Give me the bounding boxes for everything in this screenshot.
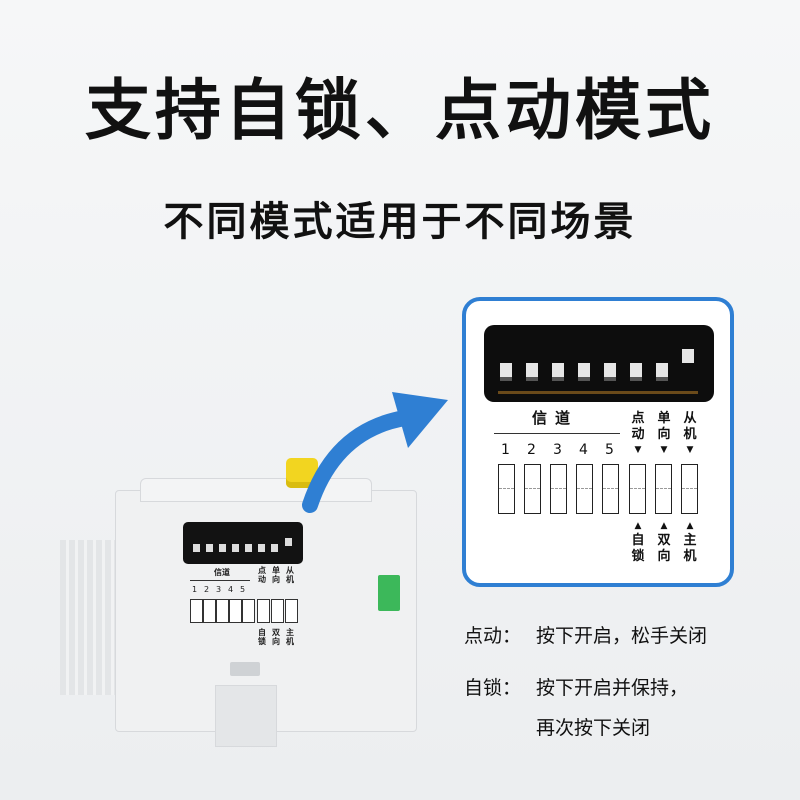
mode-label-top-1: 点 [631,411,645,426]
momentary-mode-text: 按下开启，松手关闭 [536,625,708,647]
down-arrow-icon: ▼ [634,445,642,455]
momentary-mode-label: 点动： [464,625,522,647]
headline: 支持自锁、点动模式 [85,72,715,149]
switch-position-box [576,464,593,514]
dip-switch-rail [498,391,698,394]
small-top-label: 点 [258,566,266,575]
small-top-label: 单 [272,566,280,575]
switch-position-box [681,464,698,514]
channel-number: 4 [579,442,588,458]
mode-label-top-2: 动 [631,427,645,442]
dip-switch-5[interactable] [604,349,616,381]
mode-label-bottom-2: 锁 [631,549,645,564]
small-top-label: 从 [286,566,294,575]
latching-mode-text-1: 按下开启并保持， [536,677,689,699]
small-switch-box [257,599,270,623]
device-clip-slot [230,662,260,676]
small-bottom-label: 双 [272,628,280,637]
small-channel-number: 4 [228,585,234,594]
switch-position-box [498,464,515,514]
up-arrow-icon: ▲ [634,521,642,531]
device-label-panel: 信道 点 动 单 向 从 机 1 2 3 4 5 自 锁 双 向 主 机 [186,566,304,656]
dip-switch-role[interactable] [682,349,694,381]
small-channel-number: 3 [216,585,222,594]
role-label-top-2: 机 [683,427,697,442]
dip-switch-toggle[interactable] [193,536,200,552]
channel-number: 3 [553,442,562,458]
small-bottom-label: 向 [272,637,280,646]
dip-switch-toggle[interactable] [206,536,213,552]
small-bottom-label: 自 [258,628,266,637]
subhead: 不同模式适用于不同场景 [163,199,637,245]
direction-label-bottom-2: 向 [657,549,671,564]
small-switch-box [203,599,216,623]
small-top-label: 向 [272,575,280,584]
switch-position-box [655,464,672,514]
switch-callout: 信道 点 动 ▼ 单 向 ▼ 从 机 ▼ 1 2 3 4 5 ▲ 自 锁 ▲ 双… [462,297,734,587]
device-din-rail [60,540,120,695]
dip-switch-toggle[interactable] [219,536,226,552]
small-bottom-label: 机 [286,637,294,646]
small-switch-box [242,599,255,623]
dip-switch-closeup [484,325,714,402]
small-switch-box [271,599,284,623]
dip-switch-direction[interactable] [656,349,668,381]
dip-switch-3[interactable] [552,349,564,381]
dip-switch-toggle[interactable] [232,536,239,552]
dip-switch-mode[interactable] [630,349,642,381]
small-channel-label: 信道 [214,568,230,577]
device-top [140,478,372,502]
dip-switch-toggle[interactable] [258,536,265,552]
channel-divider [494,433,620,434]
dip-switch-2[interactable] [526,349,538,381]
latching-mode-text-2: 再次按下关闭 [536,717,651,739]
small-top-label: 机 [286,575,294,584]
up-arrow-icon: ▲ [686,521,694,531]
down-arrow-icon: ▼ [660,445,668,455]
switch-position-box [629,464,646,514]
dip-switch-4[interactable] [578,349,590,381]
latching-mode-label: 自锁： [464,677,522,699]
mode-label-bottom-1: 自 [631,533,645,548]
small-switch-box [285,599,298,623]
role-label-bottom-1: 主 [683,533,697,548]
dip-switch-toggle[interactable] [245,536,252,552]
small-switch-box [216,599,229,623]
small-bottom-label: 主 [286,628,294,637]
switch-position-box [602,464,619,514]
direction-label-bottom-1: 双 [657,533,671,548]
role-label-top-1: 从 [683,411,697,426]
channel-label: 信道 [532,409,579,427]
small-top-label: 动 [258,575,266,584]
direction-label-top-1: 单 [657,411,671,426]
green-terminal [378,575,400,611]
down-arrow-icon: ▼ [686,445,694,455]
up-arrow-icon: ▲ [660,521,668,531]
small-switch-box [229,599,242,623]
dip-switch-toggle[interactable] [271,536,278,552]
yellow-antenna-cap [286,458,318,488]
small-channel-number: 5 [240,585,246,594]
switch-position-box [524,464,541,514]
role-label-bottom-2: 机 [683,549,697,564]
channel-number: 1 [501,442,510,458]
dip-switch-toggle[interactable] [285,536,292,552]
small-channel-number: 2 [204,585,210,594]
channel-number: 2 [527,442,536,458]
direction-label-top-2: 向 [657,427,671,442]
switch-position-box [550,464,567,514]
device-foot [215,685,277,747]
device-dip-switch [183,522,303,564]
small-bottom-label: 锁 [258,637,266,646]
dip-switch-1[interactable] [500,349,512,381]
small-channel-number: 1 [192,585,198,594]
channel-number: 5 [605,442,614,458]
small-switch-box [190,599,203,623]
